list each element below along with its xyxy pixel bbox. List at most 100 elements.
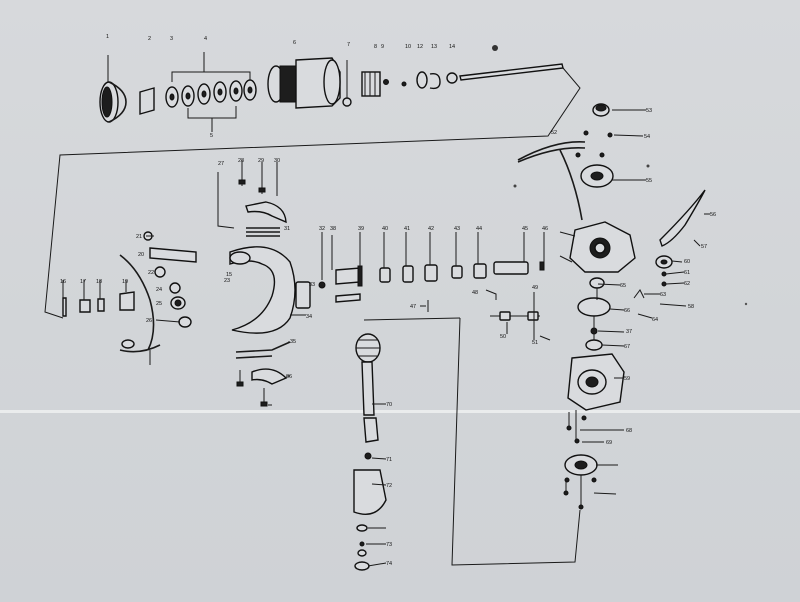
callout-32: 32 (319, 226, 325, 232)
housing-cup (229, 246, 296, 334)
callout-33: 33 (309, 282, 315, 288)
callout-35: 35 (290, 339, 296, 345)
housing-spring (245, 201, 287, 237)
callout-36: 36 (286, 374, 292, 380)
callout-66: 66 (624, 308, 630, 314)
callout-6: 6 (293, 40, 296, 46)
bail-support (575, 152, 614, 188)
drag-washer-1 (139, 87, 155, 115)
callout-3: 3 (170, 36, 173, 42)
left-washers (62, 280, 135, 317)
callout-61: 61 (684, 270, 690, 276)
ink-marks (492, 45, 748, 306)
callout-leaders (146, 109, 710, 567)
callout-46: 46 (542, 226, 548, 232)
anti-reverse (295, 232, 326, 309)
callout-55: 55 (646, 178, 652, 184)
callout-21: 21 (136, 234, 142, 240)
bail-wire (517, 141, 586, 221)
callout-25: 25 (156, 301, 162, 307)
callout-10: 10 (405, 44, 411, 50)
callout-74: 74 (386, 561, 392, 567)
small-screw-parts (427, 289, 540, 340)
lower-bail-parts (235, 341, 291, 407)
callout-28: 28 (238, 158, 244, 164)
callout-70: 70 (386, 402, 392, 408)
callout-7: 7 (347, 42, 350, 48)
callout-20: 20 (138, 252, 144, 258)
callout-2: 2 (148, 36, 151, 42)
handle-boundary (363, 317, 461, 321)
callout-16: 16 (60, 279, 66, 285)
spool-cap (99, 81, 127, 123)
callout-69: 69 (606, 440, 612, 446)
callout-71: 71 (386, 457, 392, 463)
callout-29: 29 (258, 158, 264, 164)
callout-15: 15 (226, 272, 232, 278)
callout-24: 24 (156, 287, 162, 293)
callout-numbers: 1 2 3 4 5 6 7 8 9 10 12 13 14 15 16 17 1… (60, 34, 716, 567)
callout-18: 18 (96, 279, 102, 285)
callout-37: 37 (626, 329, 632, 335)
callout-52: 52 (551, 130, 557, 136)
callout-64: 64 (652, 317, 658, 323)
callout-58: 58 (688, 304, 694, 310)
callout-62: 62 (684, 281, 690, 287)
callout-48: 48 (472, 290, 478, 296)
rotor-parts-right (633, 239, 701, 319)
callout-49: 49 (532, 285, 538, 291)
left-bail-wire (119, 254, 161, 353)
callout-42: 42 (428, 226, 434, 232)
handle-knob-arm (355, 333, 381, 460)
callout-12: 12 (417, 44, 423, 50)
callout-14: 14 (449, 44, 455, 50)
callout-60: 60 (684, 259, 690, 265)
callout-40: 40 (382, 226, 388, 232)
callout-38: 38 (330, 226, 336, 232)
oscillation-gear (361, 71, 458, 97)
callout-59: 59 (624, 376, 630, 382)
spool (267, 57, 341, 109)
callout-31: 31 (284, 226, 290, 232)
spool-shaft-boundary (451, 317, 581, 566)
callout-13: 13 (431, 44, 437, 50)
bearing-housing (563, 454, 598, 510)
callout-1: 1 (106, 34, 109, 40)
drag-washers (165, 52, 257, 132)
callout-17: 17 (80, 279, 86, 285)
callout-23: 23 (224, 278, 230, 284)
callout-72: 72 (386, 483, 392, 489)
handle-grip (353, 469, 387, 571)
callout-4: 4 (204, 36, 207, 42)
bail-arm (659, 189, 706, 247)
callout-68: 68 (626, 428, 632, 434)
main-shaft (459, 63, 564, 81)
callout-34: 34 (306, 314, 312, 320)
callout-47: 47 (410, 304, 416, 310)
rotor-body (559, 221, 636, 273)
callout-30: 30 (274, 158, 280, 164)
callout-41: 41 (404, 226, 410, 232)
callout-27: 27 (218, 161, 224, 167)
line-roller-top (583, 103, 613, 138)
shaft-components (331, 232, 545, 303)
left-roller-stack (143, 231, 197, 328)
rotor-stack (566, 277, 625, 444)
callout-19: 19 (122, 279, 128, 285)
callout-44: 44 (476, 226, 482, 232)
callout-26: 26 (146, 318, 152, 324)
callout-39: 39 (358, 226, 364, 232)
callout-22: 22 (148, 270, 154, 276)
callout-45: 45 (522, 226, 528, 232)
callout-5: 5 (210, 133, 213, 139)
spool-pin (342, 60, 352, 107)
callout-53: 53 (646, 108, 652, 114)
callout-67: 67 (624, 344, 630, 350)
callout-57: 57 (701, 244, 707, 250)
callout-50: 50 (500, 334, 506, 340)
callout-65: 65 (620, 283, 626, 289)
callout-73: 73 (386, 542, 392, 548)
housing-bolts (217, 160, 278, 229)
paper-fold-line (0, 410, 800, 413)
